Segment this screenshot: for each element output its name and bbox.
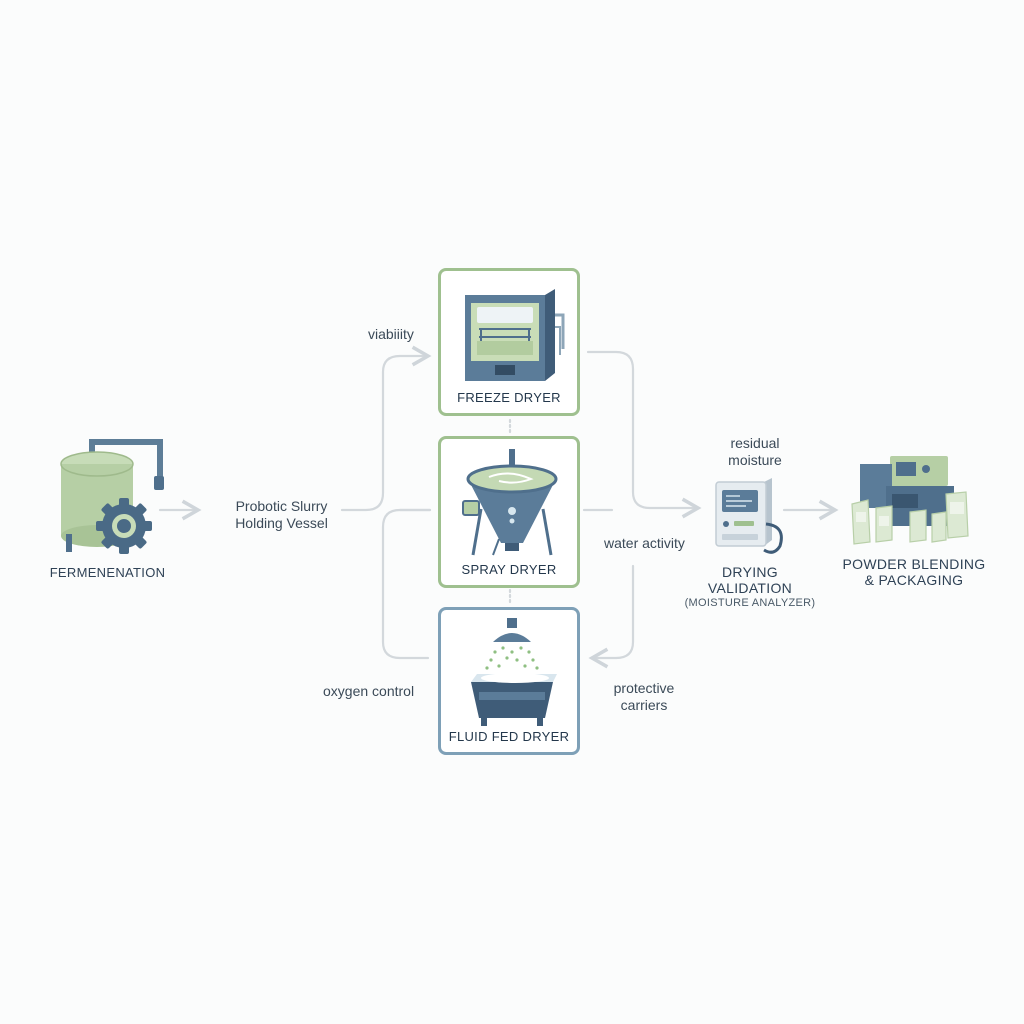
fluid-bed-dryer-card[interactable]: FLUID FED DRYER <box>438 607 580 755</box>
residual-moisture-annotation: residual moisture <box>710 435 800 469</box>
packaging-station[interactable] <box>846 452 974 548</box>
arrow-branch-fluid <box>381 508 432 660</box>
freeze-dryer-icon <box>465 289 565 381</box>
spray-dryer-label: SPRAY DRYER <box>461 562 557 577</box>
viability-annotation: viabiiity <box>368 326 414 342</box>
residual-line1: residual <box>730 435 780 451</box>
arrow-freeze-to-validation <box>586 350 702 519</box>
oxygen-control-annotation: oxygen control <box>323 683 415 699</box>
packaging-line1: POWDER BLENDING <box>842 556 986 572</box>
fermentation-tank[interactable] <box>52 438 172 560</box>
packaging-station-icon <box>851 456 969 545</box>
moisture-analyzer[interactable] <box>712 474 788 554</box>
protective-line2: carriers <box>620 697 668 713</box>
protective-line1: protective <box>613 680 675 696</box>
slurry-label-line1: Probotic Slurry <box>235 498 328 514</box>
fluid-bed-dryer-icon <box>471 618 557 726</box>
residual-line2: moisture <box>728 452 782 468</box>
arrow-return-fluid <box>588 564 635 669</box>
validation-line1: DRYING <box>722 564 778 580</box>
fermentation-label: FERMENENATION <box>49 565 166 580</box>
packaging-line2: & PACKAGING <box>864 572 964 588</box>
protective-carriers-annotation: protective carriers <box>596 680 692 714</box>
fermentation-tank-icon <box>60 439 164 554</box>
validation-sub: (MOISTURE ANALYZER) <box>684 597 816 609</box>
powder-blending-packaging-label: POWDER BLENDING & PACKAGING <box>838 556 990 588</box>
arrow-slurry-to-freeze <box>340 345 432 512</box>
fluid-bed-dryer-label: FLUID FED DRYER <box>448 729 570 744</box>
freeze-dryer-label: FREEZE DRYER <box>457 390 561 405</box>
freeze-dryer-card[interactable]: FREEZE DRYER <box>438 268 580 416</box>
validation-line2: VALIDATION <box>707 580 793 596</box>
slurry-holding-vessel-label: Probotic Slurry Holding Vessel <box>219 498 344 532</box>
spray-dryer-icon <box>462 449 558 556</box>
moisture-analyzer-icon <box>715 478 783 554</box>
spray-dryer-card[interactable]: SPRAY DRYER <box>438 436 580 588</box>
water-activity-annotation: water activity <box>604 535 685 551</box>
drying-validation-label: DRYING VALIDATION (MOISTURE ANALYZER) <box>680 564 820 609</box>
slurry-label-line2: Holding Vessel <box>235 515 328 531</box>
